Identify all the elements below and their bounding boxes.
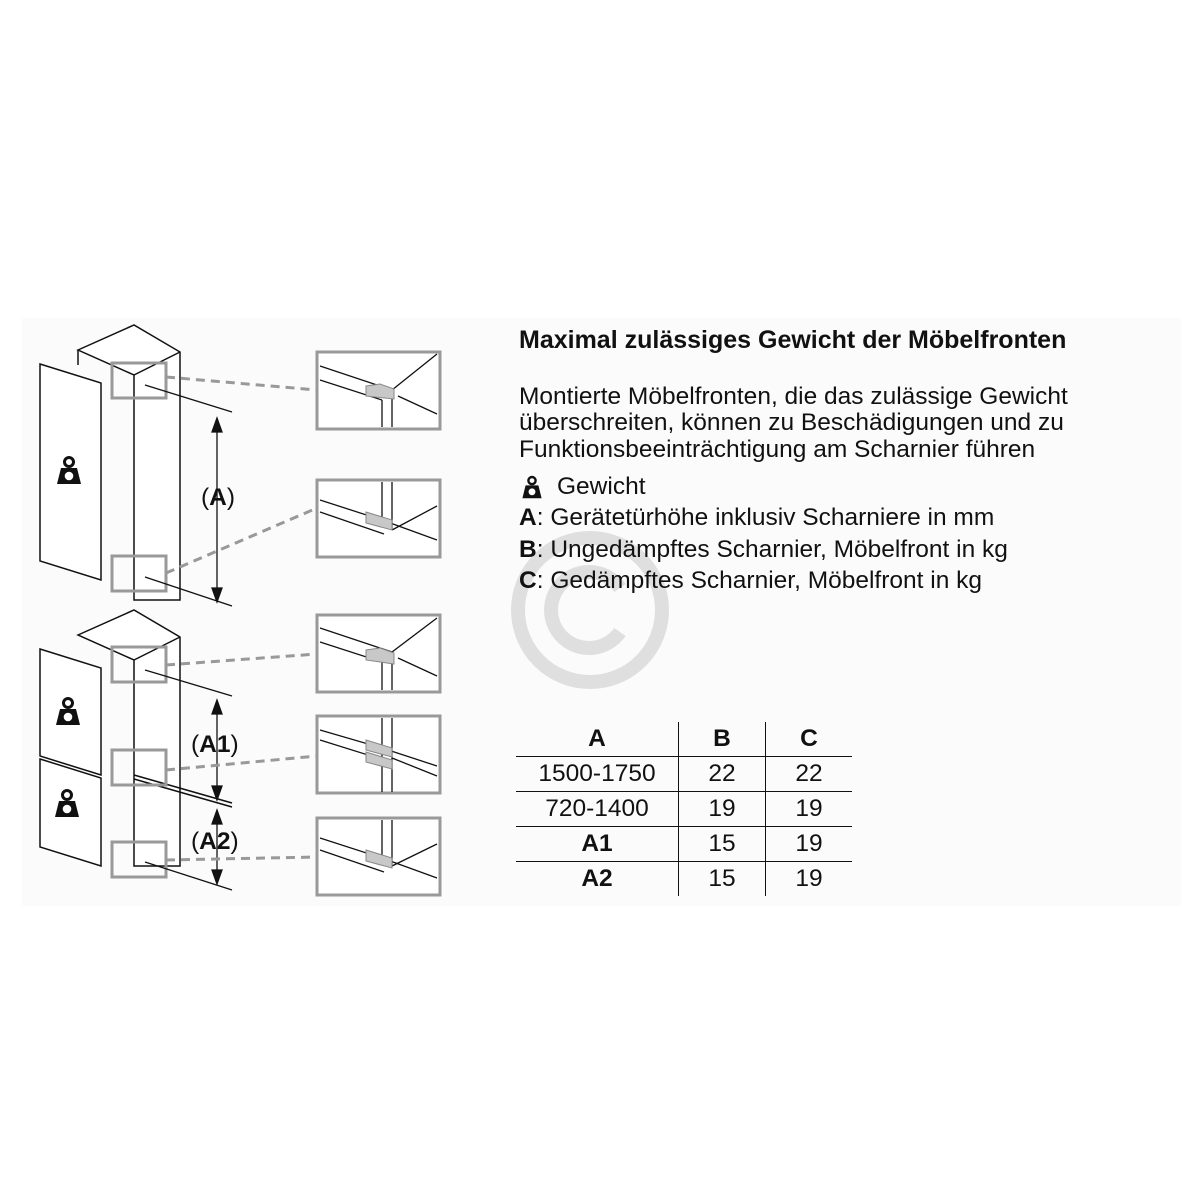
illustration-panel (22, 318, 1181, 906)
legend-a-text: : Gerätetürhöhe inklusiv Scharniere in m… (536, 504, 995, 531)
cell-b: 19 (678, 791, 766, 827)
legend-c-key: C (519, 567, 537, 594)
table-header-row: A B C (516, 722, 852, 757)
legend-c-text: : Gedämpftes Scharnier, Möbelfront in kg (536, 567, 983, 594)
dimension-label-a1: (A1) (191, 731, 239, 758)
dimension-label-a: (A) (201, 484, 235, 511)
page-title: Maximal zulässiges Gewicht der Möbelfron… (519, 326, 1067, 354)
detail-box-4 (315, 714, 442, 795)
cell-a: A2 (581, 865, 613, 892)
cell-c: 19 (765, 861, 852, 896)
table-row: A2 15 19 (516, 861, 852, 896)
callout-lines (165, 375, 318, 862)
legend-a: A: Gerätetürhöhe inklusiv Scharniere in … (519, 504, 994, 532)
table-row: A1 15 19 (516, 826, 852, 862)
legend-a-key: A (519, 504, 537, 531)
cell-a: 1500-1750 (538, 760, 656, 787)
detail-box-3 (315, 613, 442, 694)
cell-a: 720-1400 (545, 795, 649, 822)
legend-weight: Gewicht (519, 473, 646, 501)
legend-b-key: B (519, 536, 537, 563)
header-b: B (678, 722, 766, 757)
description-line-3: Funktionsbeeinträchtigung am Scharnier f… (519, 436, 1036, 463)
detail-box-2 (315, 478, 442, 559)
description-line-2: überschreiten, können zu Beschädigungen … (519, 409, 1064, 436)
description-line-1: Montierte Möbelfronten, die das zulässig… (519, 383, 1068, 410)
cell-c: 19 (765, 791, 852, 827)
weight-table: A B C 1500-1750 22 22 720-1400 19 19 A1 … (516, 722, 852, 896)
weight-icon (522, 475, 542, 499)
copyright-watermark-icon (511, 531, 669, 689)
dimension-a (144, 384, 233, 607)
cell-a: A1 (581, 830, 613, 857)
legend-c: C: Gedämpftes Scharnier, Möbelfront in k… (519, 567, 982, 595)
dimension-a1-a2 (144, 669, 233, 891)
legend-b-text: : Ungedämpftes Scharnier, Möbelfront in … (536, 536, 1008, 563)
dimension-label-a2: (A2) (191, 828, 239, 855)
cell-b: 15 (678, 826, 766, 862)
cell-b: 22 (678, 756, 766, 792)
furniture-front-upper (39, 647, 102, 777)
hinge-marker-bottom (110, 554, 168, 593)
hinge-marker-top (110, 361, 168, 400)
cell-c: 22 (765, 756, 852, 792)
table-row: 1500-1750 22 22 (516, 756, 852, 792)
header-a: A (588, 725, 606, 752)
furniture-front-lower (39, 757, 102, 868)
detail-box-5 (315, 816, 442, 897)
legend-b: B: Ungedämpftes Scharnier, Möbelfront in… (519, 536, 1008, 564)
hinge-marker-middle (110, 748, 168, 787)
table-row: 720-1400 19 19 (516, 791, 852, 827)
cell-b: 15 (678, 861, 766, 896)
legend-weight-text: Gewicht (557, 473, 646, 500)
header-c: C (765, 722, 852, 757)
furniture-front-single (39, 362, 102, 582)
cell-c: 19 (765, 826, 852, 862)
detail-box-1 (315, 350, 442, 431)
